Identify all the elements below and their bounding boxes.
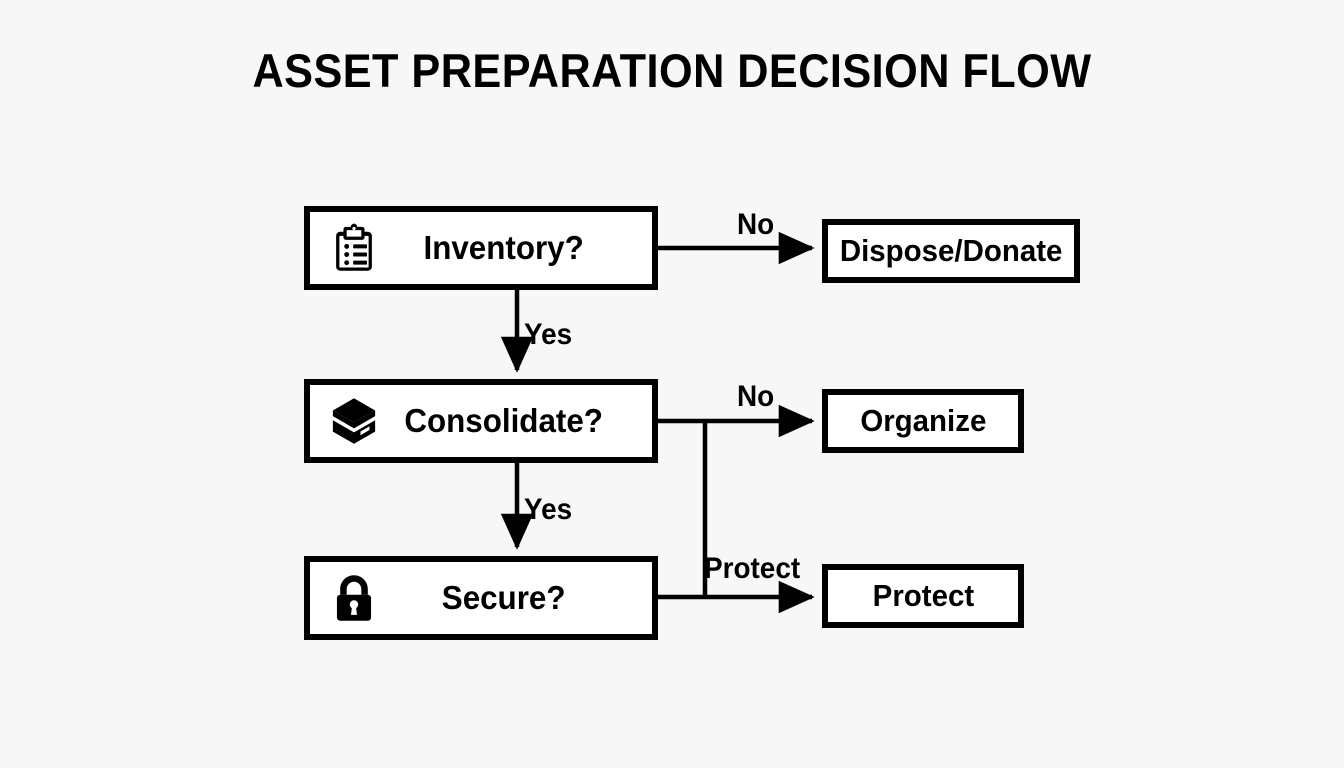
edge-label-inventory-yes: Yes (524, 318, 573, 351)
decision-label-consolidate: Consolidate? (404, 402, 603, 439)
outcome-node-organize[interactable]: Organize (822, 389, 1024, 453)
padlock-icon (328, 572, 380, 624)
stacked-layers-icon (328, 395, 380, 447)
edge-label-consolidate-no: No (737, 380, 775, 413)
decision-label-secure: Secure? (441, 579, 566, 616)
edge-label-consolidate-yes: Yes (524, 493, 573, 526)
outcome-node-dispose-donate[interactable]: Dispose/Donate (822, 219, 1080, 283)
clipboard-checklist-icon (328, 222, 380, 274)
edge-label-secure-protect: Protect (704, 552, 801, 585)
decision-node-consolidate[interactable]: Consolidate? (304, 379, 658, 463)
outcome-label-organize: Organize (859, 403, 987, 438)
page-title: ASSET PREPARATION DECISION FLOW (252, 44, 1092, 97)
edge-label-inventory-no: No (737, 208, 775, 241)
outcome-label-dispose-donate: Dispose/Donate (839, 233, 1063, 268)
decision-node-secure[interactable]: Secure? (304, 556, 658, 640)
decision-label-inventory: Inventory? (423, 229, 584, 266)
decision-node-inventory[interactable]: Inventory? (304, 206, 658, 290)
outcome-node-protect[interactable]: Protect (822, 564, 1024, 628)
outcome-label-protect: Protect (872, 578, 974, 613)
